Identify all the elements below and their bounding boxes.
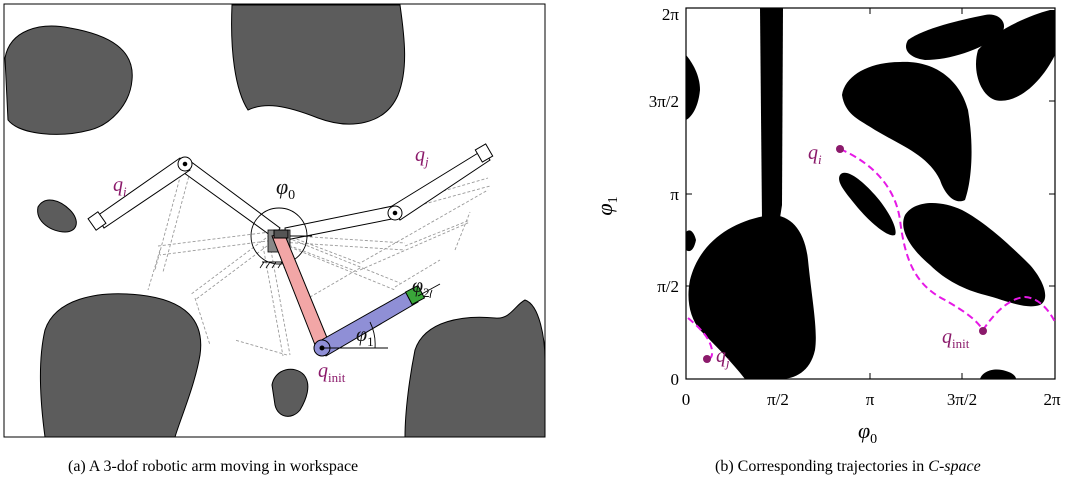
phi1-arc	[322, 321, 388, 349]
label-qj: qj	[415, 144, 429, 169]
caption-cspace: (b) Corresponding trajectories in C-spac…	[715, 458, 981, 476]
ytick-label-4: 2π	[662, 5, 680, 24]
xtick-label-3: 3π/2	[947, 390, 977, 409]
ghost-link-3	[189, 234, 276, 346]
point-qi	[836, 145, 844, 153]
cspace-label-qi: qi	[808, 142, 822, 167]
arm-qj	[284, 143, 494, 241]
ytick-label-0: 0	[671, 370, 680, 389]
arm-qi-joint-dot	[182, 161, 188, 167]
obstacles	[4, 4, 546, 438]
cobs-top-right-2	[975, 10, 1055, 101]
label-phi0: φ0	[276, 174, 295, 203]
ghost-link-6	[234, 244, 291, 357]
cobs-mid-right	[903, 203, 1046, 307]
arm-qj-joint-dot	[392, 210, 398, 216]
ghost-link-1	[147, 231, 276, 291]
cobs-vertical-bar	[760, 8, 783, 220]
cobs-bottom-left-blob	[688, 214, 816, 379]
cobs-left-edge-low	[686, 230, 696, 252]
arm-qi	[87, 156, 281, 239]
xtick-label-4: 2π	[1043, 390, 1061, 409]
ghost-link-2	[274, 231, 363, 301]
ytick-label-2: π	[670, 185, 679, 204]
cspace-xtick-labels: 0 π/2 π 3π/2 2π	[682, 390, 1061, 409]
arm-qinit-gripper	[404, 284, 426, 306]
workspace-panel: qi qj qinit φ0 φ1 φ2	[3, 3, 546, 438]
obstacle-top-center	[231, 4, 406, 125]
cspace-panel: 0 π/2 π 3π/2 2π 0 π/2 π 3π/2 2π φ0 φ1	[592, 5, 1061, 447]
cspace-obstacles	[686, 8, 1055, 379]
svg-text:φ1: φ1	[592, 196, 621, 215]
ytick-label-3: 3π/2	[649, 92, 679, 111]
trajectory-qi-qinit	[839, 148, 1056, 332]
point-qj	[703, 355, 711, 363]
arm-qi-gripper	[87, 211, 107, 231]
cspace-ticks	[686, 8, 1055, 379]
obstacle-top-left	[4, 25, 133, 135]
obstacle-bottom-right	[404, 299, 546, 438]
label-phi2: φ2	[412, 275, 430, 300]
obstacle-small-left	[37, 199, 77, 233]
xtick-label-1: π/2	[767, 390, 789, 409]
phi2-arc	[417, 283, 441, 299]
label-phi1: φ1	[356, 324, 374, 349]
ghost-link-5	[284, 237, 441, 291]
label-qi: qi	[113, 174, 127, 199]
xtick-label-0: 0	[682, 390, 691, 409]
cspace-xlabel: φ0	[858, 418, 877, 447]
cobs-big-mid	[842, 61, 972, 202]
cobs-left-edge-top	[686, 55, 700, 120]
caption-workspace: (a) A 3-dof robotic arm moving in worksp…	[68, 458, 359, 475]
ghost-link-7	[154, 169, 489, 273]
obstacle-bottom-small	[271, 368, 309, 417]
cspace-label-qinit: qinit	[942, 326, 970, 351]
xtick-label-2: π	[866, 390, 875, 409]
cobs-bottom-stub	[980, 369, 1016, 379]
cspace-label-qj: qj	[716, 345, 730, 370]
cspace-points	[703, 145, 987, 363]
caption-cspace-text: (b) Corresponding trajectories in	[715, 458, 929, 475]
cobs-top-right-1	[905, 14, 1005, 60]
cspace-ylabel: φ1	[592, 196, 621, 215]
label-qinit: qinit	[318, 360, 346, 385]
cobs-diag-small	[839, 172, 896, 236]
caption-cspace-em: C-space	[928, 458, 981, 475]
arm-qinit-base-cap	[273, 229, 289, 239]
cspace-ytick-labels: 0 π/2 π 3π/2 2π	[649, 5, 680, 389]
obstacle-bottom-left	[39, 293, 202, 438]
point-qinit	[979, 327, 987, 335]
ytick-label-1: π/2	[657, 277, 679, 296]
arm-qj-gripper	[474, 143, 494, 163]
base-hatch	[259, 261, 295, 269]
